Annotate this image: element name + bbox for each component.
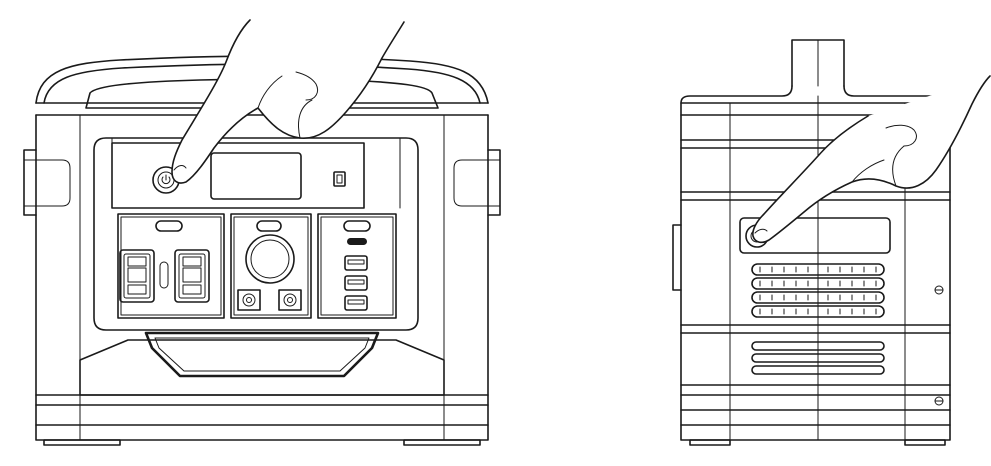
front-dc-input-port: [333, 171, 346, 187]
front-usb-c-port: [347, 238, 367, 245]
power-button-icon: [161, 174, 171, 185]
side-body: [680, 102, 951, 441]
front-dc-port-1: [237, 289, 261, 311]
front-ac-section: [117, 213, 225, 319]
front-right-bump: [487, 149, 501, 216]
side-vent-grille: [751, 263, 885, 318]
front-usb-a-port-2: [344, 275, 368, 291]
front-usb-a-port-1: [344, 255, 368, 271]
front-bottom-grip-outer: [79, 339, 445, 396]
front-view: [23, 19, 501, 446]
pointing-hand-icon: [171, 19, 405, 184]
front-ac-outlet-2: [174, 249, 210, 303]
side-lower-slots: [751, 341, 885, 375]
front-left-bump: [23, 149, 37, 216]
side-view: [672, 39, 991, 446]
side-screw-2: [934, 396, 944, 406]
front-usb-button[interactable]: [343, 220, 371, 232]
front-dc-port-2: [278, 289, 302, 311]
front-bottom-grip: [144, 331, 380, 378]
front-car-socket: [245, 234, 295, 284]
front-body: [35, 114, 489, 441]
front-hand: [171, 19, 405, 184]
pointing-hand-icon: [752, 75, 991, 244]
side-screw-1: [934, 285, 944, 295]
front-usb-a-port-3: [344, 295, 368, 311]
side-hand: [752, 75, 991, 244]
front-dc-button[interactable]: [256, 220, 282, 232]
front-ac-button[interactable]: [155, 220, 183, 232]
front-control-panel: [93, 137, 419, 331]
side-upper-recess: [680, 139, 951, 201]
front-lcd-display: [210, 152, 302, 200]
front-ac-outlet-1: [119, 249, 155, 303]
front-usb-section: [317, 213, 397, 319]
side-display-window: [739, 217, 891, 254]
front-dc-section: [230, 213, 312, 319]
